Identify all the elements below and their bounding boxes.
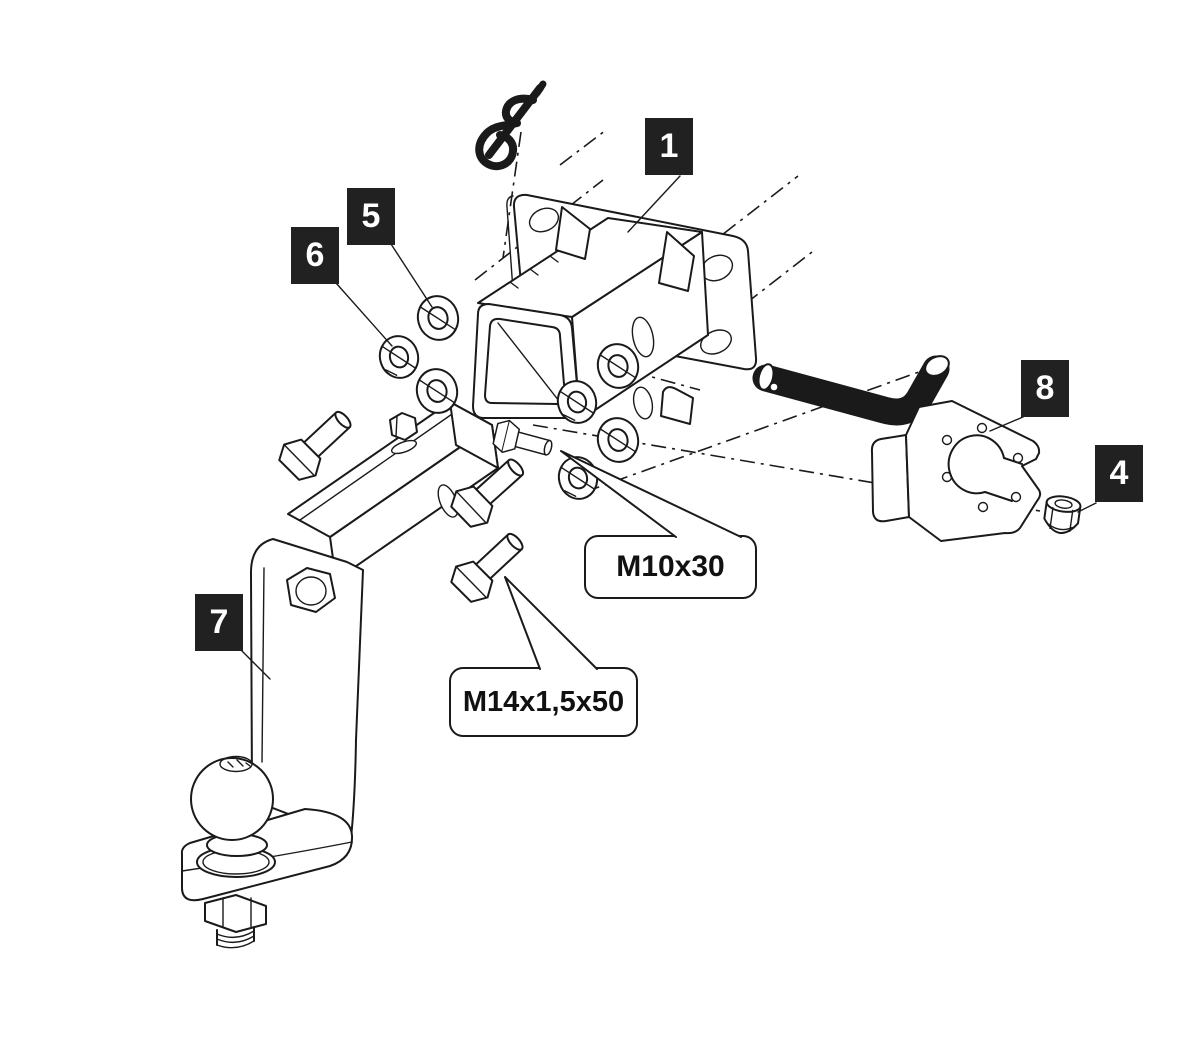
hex-bolts bbox=[272, 399, 557, 610]
part-label-1: 1 bbox=[645, 118, 693, 175]
flat-washer bbox=[411, 290, 465, 346]
callout-m14x50-box bbox=[449, 576, 638, 737]
small-hex-bolt bbox=[389, 412, 418, 455]
bar-bolt-head bbox=[286, 567, 336, 613]
lock-nut bbox=[1043, 495, 1082, 534]
flat-washer bbox=[591, 412, 645, 468]
part-label-5: 5 bbox=[347, 188, 395, 245]
part-label-7: 7 bbox=[195, 594, 243, 651]
clip-hole bbox=[769, 382, 779, 392]
part-label-8: 8 bbox=[1021, 360, 1069, 417]
spring-washer bbox=[374, 330, 424, 384]
hitch-pin bbox=[752, 355, 950, 426]
leader-lines bbox=[239, 175, 1097, 680]
hex-bolt-m10 bbox=[490, 417, 557, 466]
socket-bracket bbox=[870, 400, 1042, 542]
part-label-4: 4 bbox=[1095, 445, 1143, 502]
callout-m10x30-box bbox=[560, 450, 757, 599]
part-label-6: 6 bbox=[291, 227, 339, 284]
receiver-bracket bbox=[472, 193, 758, 425]
spec-callout-m14x1-5x50: M14x1,5x50 bbox=[462, 686, 625, 718]
ball-mount bbox=[180, 401, 499, 949]
bracket-screw-holes bbox=[941, 422, 1024, 513]
spec-callout-m10x30: M10x30 bbox=[616, 550, 725, 583]
r-clip bbox=[475, 80, 547, 171]
tow-ball bbox=[190, 755, 274, 841]
